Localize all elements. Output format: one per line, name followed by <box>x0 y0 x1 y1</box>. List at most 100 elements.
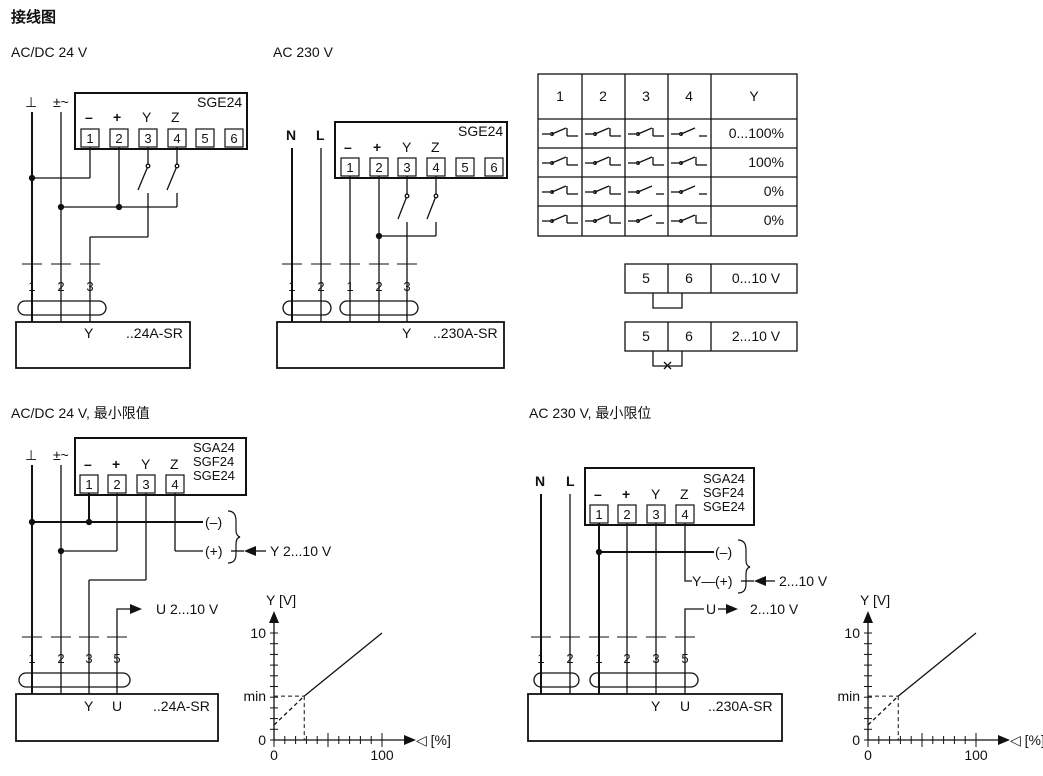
pin-sign-z: Z <box>171 109 180 125</box>
x-axis-arrow <box>404 735 416 745</box>
switch-off-symbol <box>628 185 664 195</box>
diagram-acdc24-min: ⊥ ±~ SGA24 SGF24 SGE24 – + Y Z 1 2 3 4 U… <box>15 437 332 742</box>
switch-on-symbol <box>585 127 621 137</box>
switch-on-symbol <box>542 156 578 166</box>
supply-n-label: N <box>535 473 545 489</box>
terminal-3: 3 <box>652 507 659 522</box>
series-line-dashed <box>867 695 899 726</box>
actuator-y-label: Y <box>402 325 412 341</box>
wire-number: 5 <box>681 651 688 666</box>
diagram-ac230-min: N L SGA24 SGF24 SGE24 – + Y Z 1 2 3 4 (–… <box>527 467 828 742</box>
y-axis-label: Y [V] <box>266 592 296 608</box>
module-box <box>334 121 508 179</box>
terminal-5: 5 <box>461 160 468 175</box>
y-axis-label: Y [V] <box>860 592 890 608</box>
switch-on-symbol <box>542 214 578 224</box>
supply-n-label: N <box>286 127 296 143</box>
section-label-ac230-min: AC 230 V, 最小限位 <box>529 405 652 421</box>
y-tick-label: 0 <box>852 732 860 748</box>
terminal-4: 4 <box>432 160 439 175</box>
pin-sign-z: Z <box>170 456 179 472</box>
terminal-6: 6 <box>230 131 237 146</box>
bracket-plus-label: (+) <box>715 573 733 589</box>
actuator-name: ..230A-SR <box>433 325 498 341</box>
pin-sign-y: Y <box>651 486 661 502</box>
pin-sign-minus: – <box>84 456 92 472</box>
pin-sign-minus: – <box>85 109 93 125</box>
switch-off-symbol <box>671 185 707 195</box>
pin-sign-plus: + <box>373 139 381 155</box>
wire-number: 3 <box>86 279 93 294</box>
terminal-3: 3 <box>144 131 151 146</box>
table-header: Y <box>749 88 759 104</box>
pin-sign-y: Y <box>402 139 412 155</box>
cable-sleeve <box>282 300 332 316</box>
link-range: 2...10 V <box>732 328 781 344</box>
supply-live-symbol: ±~ <box>53 94 69 110</box>
table-header: 3 <box>642 88 650 104</box>
module-box <box>74 437 247 496</box>
link-pin: 5 <box>642 328 650 344</box>
table-header: 2 <box>599 88 607 104</box>
x-axis-arrow <box>998 735 1010 745</box>
terminal-2: 2 <box>115 131 122 146</box>
actuator-box <box>15 693 219 742</box>
wire-number: 2 <box>623 651 630 666</box>
series-line <box>897 632 977 697</box>
link-pin: 6 <box>685 270 693 286</box>
pin-sign-y: Y <box>141 456 151 472</box>
module-box <box>74 92 248 150</box>
module-name: SGE24 <box>197 94 242 110</box>
wire-number: 1 <box>537 651 544 666</box>
wire-number: 2 <box>375 279 382 294</box>
wire-number: 3 <box>85 651 92 666</box>
switch-on-symbol <box>542 127 578 137</box>
cable-sleeve <box>18 672 131 688</box>
y-axis-arrow <box>863 611 873 623</box>
switch-on-symbol <box>585 214 621 224</box>
bracket-plus-label: (+) <box>205 543 223 559</box>
terminal-2: 2 <box>623 507 630 522</box>
switch-on-symbol <box>671 214 707 224</box>
pin-sign-z: Z <box>680 486 689 502</box>
module-name: SGE24 <box>458 123 503 139</box>
actuator-u-label: U <box>680 698 690 714</box>
link-table-0-10: 5 6 0...10 V <box>624 263 798 309</box>
terminal-6: 6 <box>490 160 497 175</box>
wire-number: 1 <box>28 651 35 666</box>
wire-number: 2 <box>57 279 64 294</box>
switch-off-symbol <box>671 127 707 137</box>
wire-number: 2 <box>57 651 64 666</box>
cable-sleeve <box>17 300 107 316</box>
switch-on-symbol <box>585 156 621 166</box>
module-box <box>584 467 755 526</box>
y-prefix-label: Y— <box>692 573 715 589</box>
module-name: SGE24 <box>703 499 745 514</box>
u-signal-label: 2...10 V <box>750 601 799 617</box>
actuator-u-label: U <box>112 698 122 714</box>
terminal-1: 1 <box>346 160 353 175</box>
pin-sign-plus: + <box>112 456 120 472</box>
wire-number: 5 <box>113 651 120 666</box>
section-label-acdc24-min: AC/DC 24 V, 最小限值 <box>11 405 150 421</box>
y-tick-label: 10 <box>250 625 266 641</box>
actuator-y-label: Y <box>84 698 94 714</box>
switch-on-symbol <box>671 156 707 166</box>
y-tick-label: 10 <box>844 625 860 641</box>
y-tick-label: min <box>243 688 266 704</box>
cable-sleeve <box>339 300 419 316</box>
cable-sleeve <box>533 672 580 688</box>
table-cell-y: 100% <box>748 154 784 170</box>
section-label-ac230: AC 230 V <box>273 44 333 60</box>
pin-sign-minus: – <box>594 486 602 502</box>
terminal-2: 2 <box>375 160 382 175</box>
module-name: SGE24 <box>193 468 235 483</box>
table-header: 4 <box>685 88 693 104</box>
table-cell-y: 0...100% <box>729 125 784 141</box>
diagram-acdc24: ⊥ ±~ SGE24 – + Y Z 1 2 3 4 5 6 1 <box>15 92 248 369</box>
terminal-2: 2 <box>113 477 120 492</box>
cable-sleeve <box>589 672 699 688</box>
y-signal-label: 2...10 V <box>779 573 828 589</box>
pin-sign-plus: + <box>113 109 121 125</box>
table-cell-y: 0% <box>764 212 784 228</box>
